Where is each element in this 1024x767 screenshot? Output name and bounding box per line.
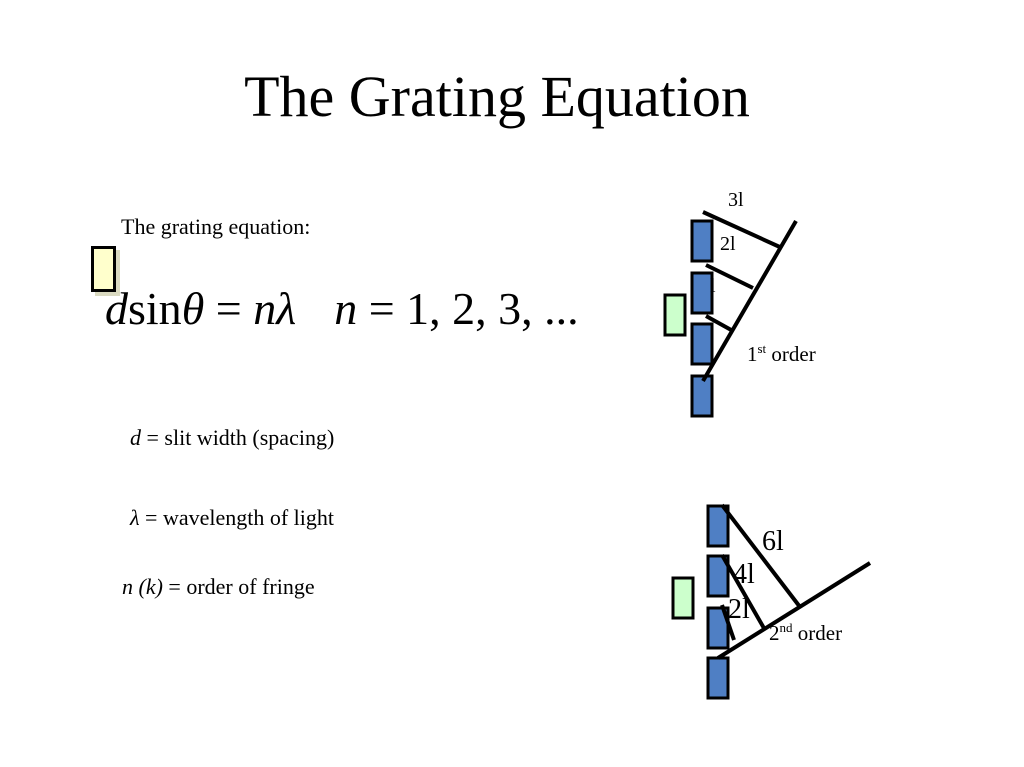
path-line-1 [705, 314, 734, 333]
definition-n-symbol: n (k) [122, 574, 163, 599]
path-line-4 [720, 554, 767, 631]
label-2l-second: 2l [728, 594, 750, 625]
eq-values: 1, 2, 3, ... [406, 283, 579, 334]
second-order-number: 2 [769, 621, 780, 645]
slit-1c [690, 322, 714, 366]
path-line-2 [705, 263, 754, 290]
slit-2d [706, 656, 730, 700]
label-6l: 6l [762, 526, 784, 557]
slit-2a [706, 504, 730, 548]
label-3l: 3l [728, 189, 744, 211]
path-line-2b [720, 604, 736, 641]
definition-d-symbol: d [130, 425, 141, 450]
first-order-diagram: 3l 2l l 1st order [663, 189, 816, 418]
slit-1a [690, 219, 714, 263]
slide-title: The Grating Equation [244, 64, 750, 129]
equation-label: The grating equation: [121, 214, 311, 239]
first-order-number: 1 [747, 342, 758, 366]
wavefront-line-2 [716, 561, 872, 660]
first-order-text: order [766, 342, 816, 366]
definition-lambda: λ = wavelength of light [130, 505, 334, 531]
slit-1d [690, 374, 714, 418]
path-line-6 [720, 503, 802, 609]
eq-n-lambda: nλ [253, 283, 297, 334]
definition-n: n (k) = order of fringe [122, 574, 315, 600]
definition-lambda-symbol: λ [130, 505, 140, 530]
eq-theta: θ [181, 283, 205, 334]
second-order-text: order [793, 621, 843, 645]
first-order-suffix: st [758, 341, 767, 356]
second-order-label: 2nd order [769, 620, 842, 645]
slit-2b [706, 554, 730, 598]
eq-sin: sin [128, 283, 182, 334]
light-source-2 [671, 576, 695, 620]
yellow-marker-shape [91, 246, 116, 292]
eq-d: d [105, 283, 128, 334]
path-line-3 [702, 210, 783, 250]
eq-equals-1: = [215, 283, 242, 334]
second-order-suffix: nd [780, 620, 794, 635]
definition-n-text: = order of fringe [162, 574, 315, 599]
label-1l: l [710, 275, 716, 297]
definition-d: d = slit width (spacing) [130, 425, 334, 451]
label-4l: 4l [733, 559, 755, 590]
eq-n: n [334, 283, 358, 334]
eq-equals-2: = [368, 283, 395, 334]
definition-lambda-text: = wavelength of light [139, 505, 335, 530]
label-2l: 2l [720, 233, 736, 255]
second-order-diagram: 6l 4l 2l 2nd order [671, 503, 872, 700]
light-source-1 [663, 293, 687, 337]
definition-d-text: = slit width (spacing) [141, 425, 335, 450]
first-order-label: 1st order [747, 341, 816, 366]
slit-1b [690, 271, 714, 315]
